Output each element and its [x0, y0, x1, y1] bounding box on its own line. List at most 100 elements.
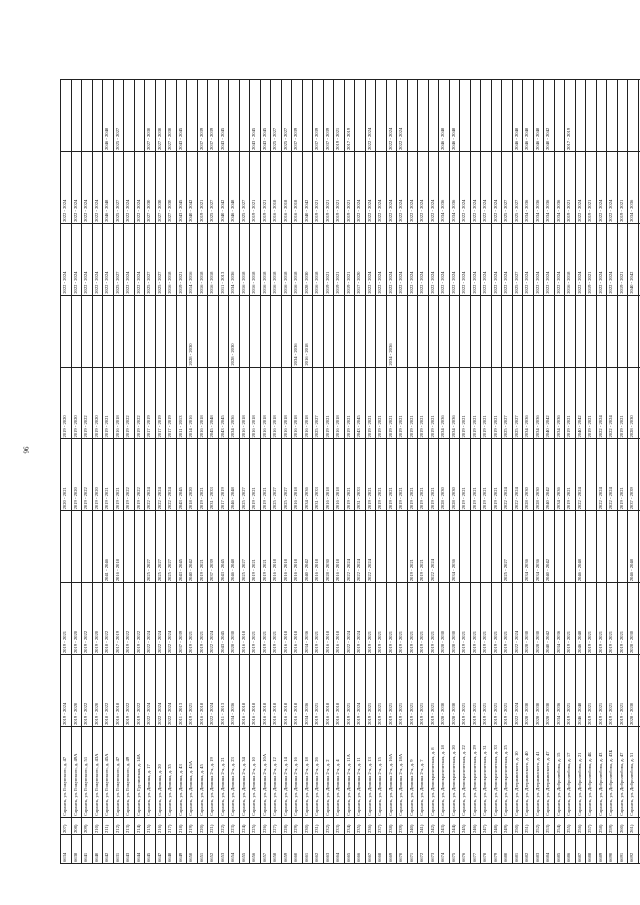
- row-code: 6638: [71, 834, 82, 864]
- period-cell: 2019 - 2021: [417, 439, 428, 511]
- period-cell: [617, 79, 628, 152]
- period-cell: [575, 295, 586, 368]
- period-cell: 2043 - 2045: [354, 367, 365, 439]
- period-cell: 2019 - 2021: [176, 223, 187, 296]
- period-cell: 2027 - 2030: [144, 151, 155, 224]
- period-cell: [606, 295, 617, 368]
- period-cell: 2019 - 2020: [71, 367, 82, 439]
- period-cell: [92, 295, 103, 368]
- row-number: 236): [365, 817, 376, 835]
- period-cell: 2016 - 2018: [291, 151, 302, 224]
- period-cell: 2019 - 2024: [60, 654, 71, 727]
- row-code: 6657: [260, 834, 271, 864]
- period-cell: 2016 - 2018: [197, 367, 208, 439]
- period-cell: 2022 - 2024: [606, 151, 617, 224]
- period-cell: 2022 - 2024: [354, 510, 365, 583]
- period-cell: 2019 - 2021: [407, 510, 418, 583]
- period-cell: [554, 295, 565, 368]
- period-cell: 2019 - 2021: [344, 223, 355, 296]
- row-number: 234): [344, 817, 355, 835]
- row-address: Саранск, ул. Демина 2-я, д. 21: [218, 726, 229, 818]
- period-cell: 2022 - 2024: [344, 582, 355, 655]
- period-cell: 2027 - 2030: [155, 79, 166, 152]
- period-cell: 2019 - 2021: [617, 151, 628, 224]
- period-cell: 2019 - 2021: [470, 439, 481, 511]
- period-cell: 2025 - 2027: [501, 367, 512, 439]
- row-number: 215): [144, 817, 155, 835]
- row-code: 6661: [302, 834, 313, 864]
- row-number: 240): [407, 817, 418, 835]
- period-cell: 2016 - 2018: [239, 223, 250, 296]
- period-cell: 2019 - 2022: [81, 367, 92, 439]
- period-cell: 2022 - 2024: [512, 582, 523, 655]
- row-code: 6672: [417, 834, 428, 864]
- row-address: Саранск, ул. Демократическая, д. 20: [449, 726, 460, 818]
- period-cell: [459, 79, 470, 152]
- period-cell: 2025 - 2027: [281, 79, 292, 152]
- period-cell: 2019 - 2022: [134, 582, 145, 655]
- row-code: 6647: [155, 834, 166, 864]
- row-code: 6644: [134, 834, 145, 864]
- period-cell: [459, 510, 470, 583]
- period-cell: 2028 - 2030: [438, 582, 449, 655]
- row-code: 6643: [123, 834, 134, 864]
- period-cell: 2019 - 2021: [501, 654, 512, 727]
- period-cell: 2019 - 2021: [480, 654, 491, 727]
- period-cell: 2028 - 2030: [533, 439, 544, 511]
- period-cell: 2025 - 2027: [155, 510, 166, 583]
- row-address: Саранск, ул. Гожувского, д. 45А: [102, 726, 113, 818]
- period-cell: 2019 - 2021: [491, 654, 502, 727]
- period-cell: [102, 295, 113, 368]
- period-cell: 2016 - 2018: [270, 151, 281, 224]
- row-code: 6642: [102, 834, 113, 864]
- period-cell: 2019 - 2021: [585, 151, 596, 224]
- period-cell: 2040 - 2042: [186, 510, 197, 583]
- period-cell: 2019 - 2021: [365, 582, 376, 655]
- row-code: 6652: [207, 834, 218, 864]
- period-cell: 2022 - 2024: [396, 79, 407, 152]
- row-number: 226): [260, 817, 271, 835]
- period-cell: [407, 295, 418, 368]
- period-cell: [627, 295, 638, 368]
- row-address: Саранск, ул. Добролюбова, д. 43Б: [606, 726, 617, 818]
- period-cell: 2019 - 2021: [249, 151, 260, 224]
- period-cell: 2019 - 2021: [606, 582, 617, 655]
- period-cell: 2016 - 2018: [270, 223, 281, 296]
- period-cell: [302, 79, 313, 152]
- period-cell: 2022 - 2024: [438, 223, 449, 296]
- period-cell: 2022 - 2024: [428, 151, 439, 224]
- row-address: Саранск, ул. Дзержинского, д. 40: [522, 726, 533, 818]
- period-cell: 2016 - 2018: [260, 367, 271, 439]
- period-cell: [480, 79, 491, 152]
- period-cell: 2022 - 2024: [344, 510, 355, 583]
- row-address: Саранск, ул. Добролюбова, д. 51: [627, 726, 638, 818]
- row-address: Саранск, ул. Демина, д. 20: [155, 726, 166, 818]
- period-cell: 2022 - 2024: [386, 151, 397, 224]
- period-cell: 2019 - 2021: [491, 582, 502, 655]
- row-number: 220): [197, 817, 208, 835]
- period-cell: 2016 - 2018: [333, 654, 344, 727]
- row-code: 6648: [165, 834, 176, 864]
- period-cell: 2019 - 2020: [71, 439, 82, 511]
- row-address: Саранск, ул. Демина 2-я, д. 16: [291, 726, 302, 818]
- period-cell: [281, 295, 292, 368]
- row-number: 259): [606, 817, 617, 835]
- period-cell: 2025 - 2027: [144, 510, 155, 583]
- period-cell: 2019 - 2021: [491, 367, 502, 439]
- row-address: Саранск, ул. Гожувского, д. 43А: [92, 726, 103, 818]
- row-number: 207): [60, 817, 71, 835]
- row-number: 212): [113, 817, 124, 835]
- row-address: Саранск, ул. Демина 2-я, д. 18А: [396, 726, 407, 818]
- period-cell: 2019 - 2021: [323, 151, 334, 224]
- period-cell: 2022 - 2024: [480, 151, 491, 224]
- period-cell: 2022 - 2024: [155, 582, 166, 655]
- period-cell: 2034 - 2036: [533, 367, 544, 439]
- period-cell: 2022 - 2024: [606, 439, 617, 511]
- row-address: Саранск, ул. Демократическая, д. 33: [491, 726, 502, 818]
- row-address: Саранск, ул. Грузинская, д. 14А: [134, 726, 145, 818]
